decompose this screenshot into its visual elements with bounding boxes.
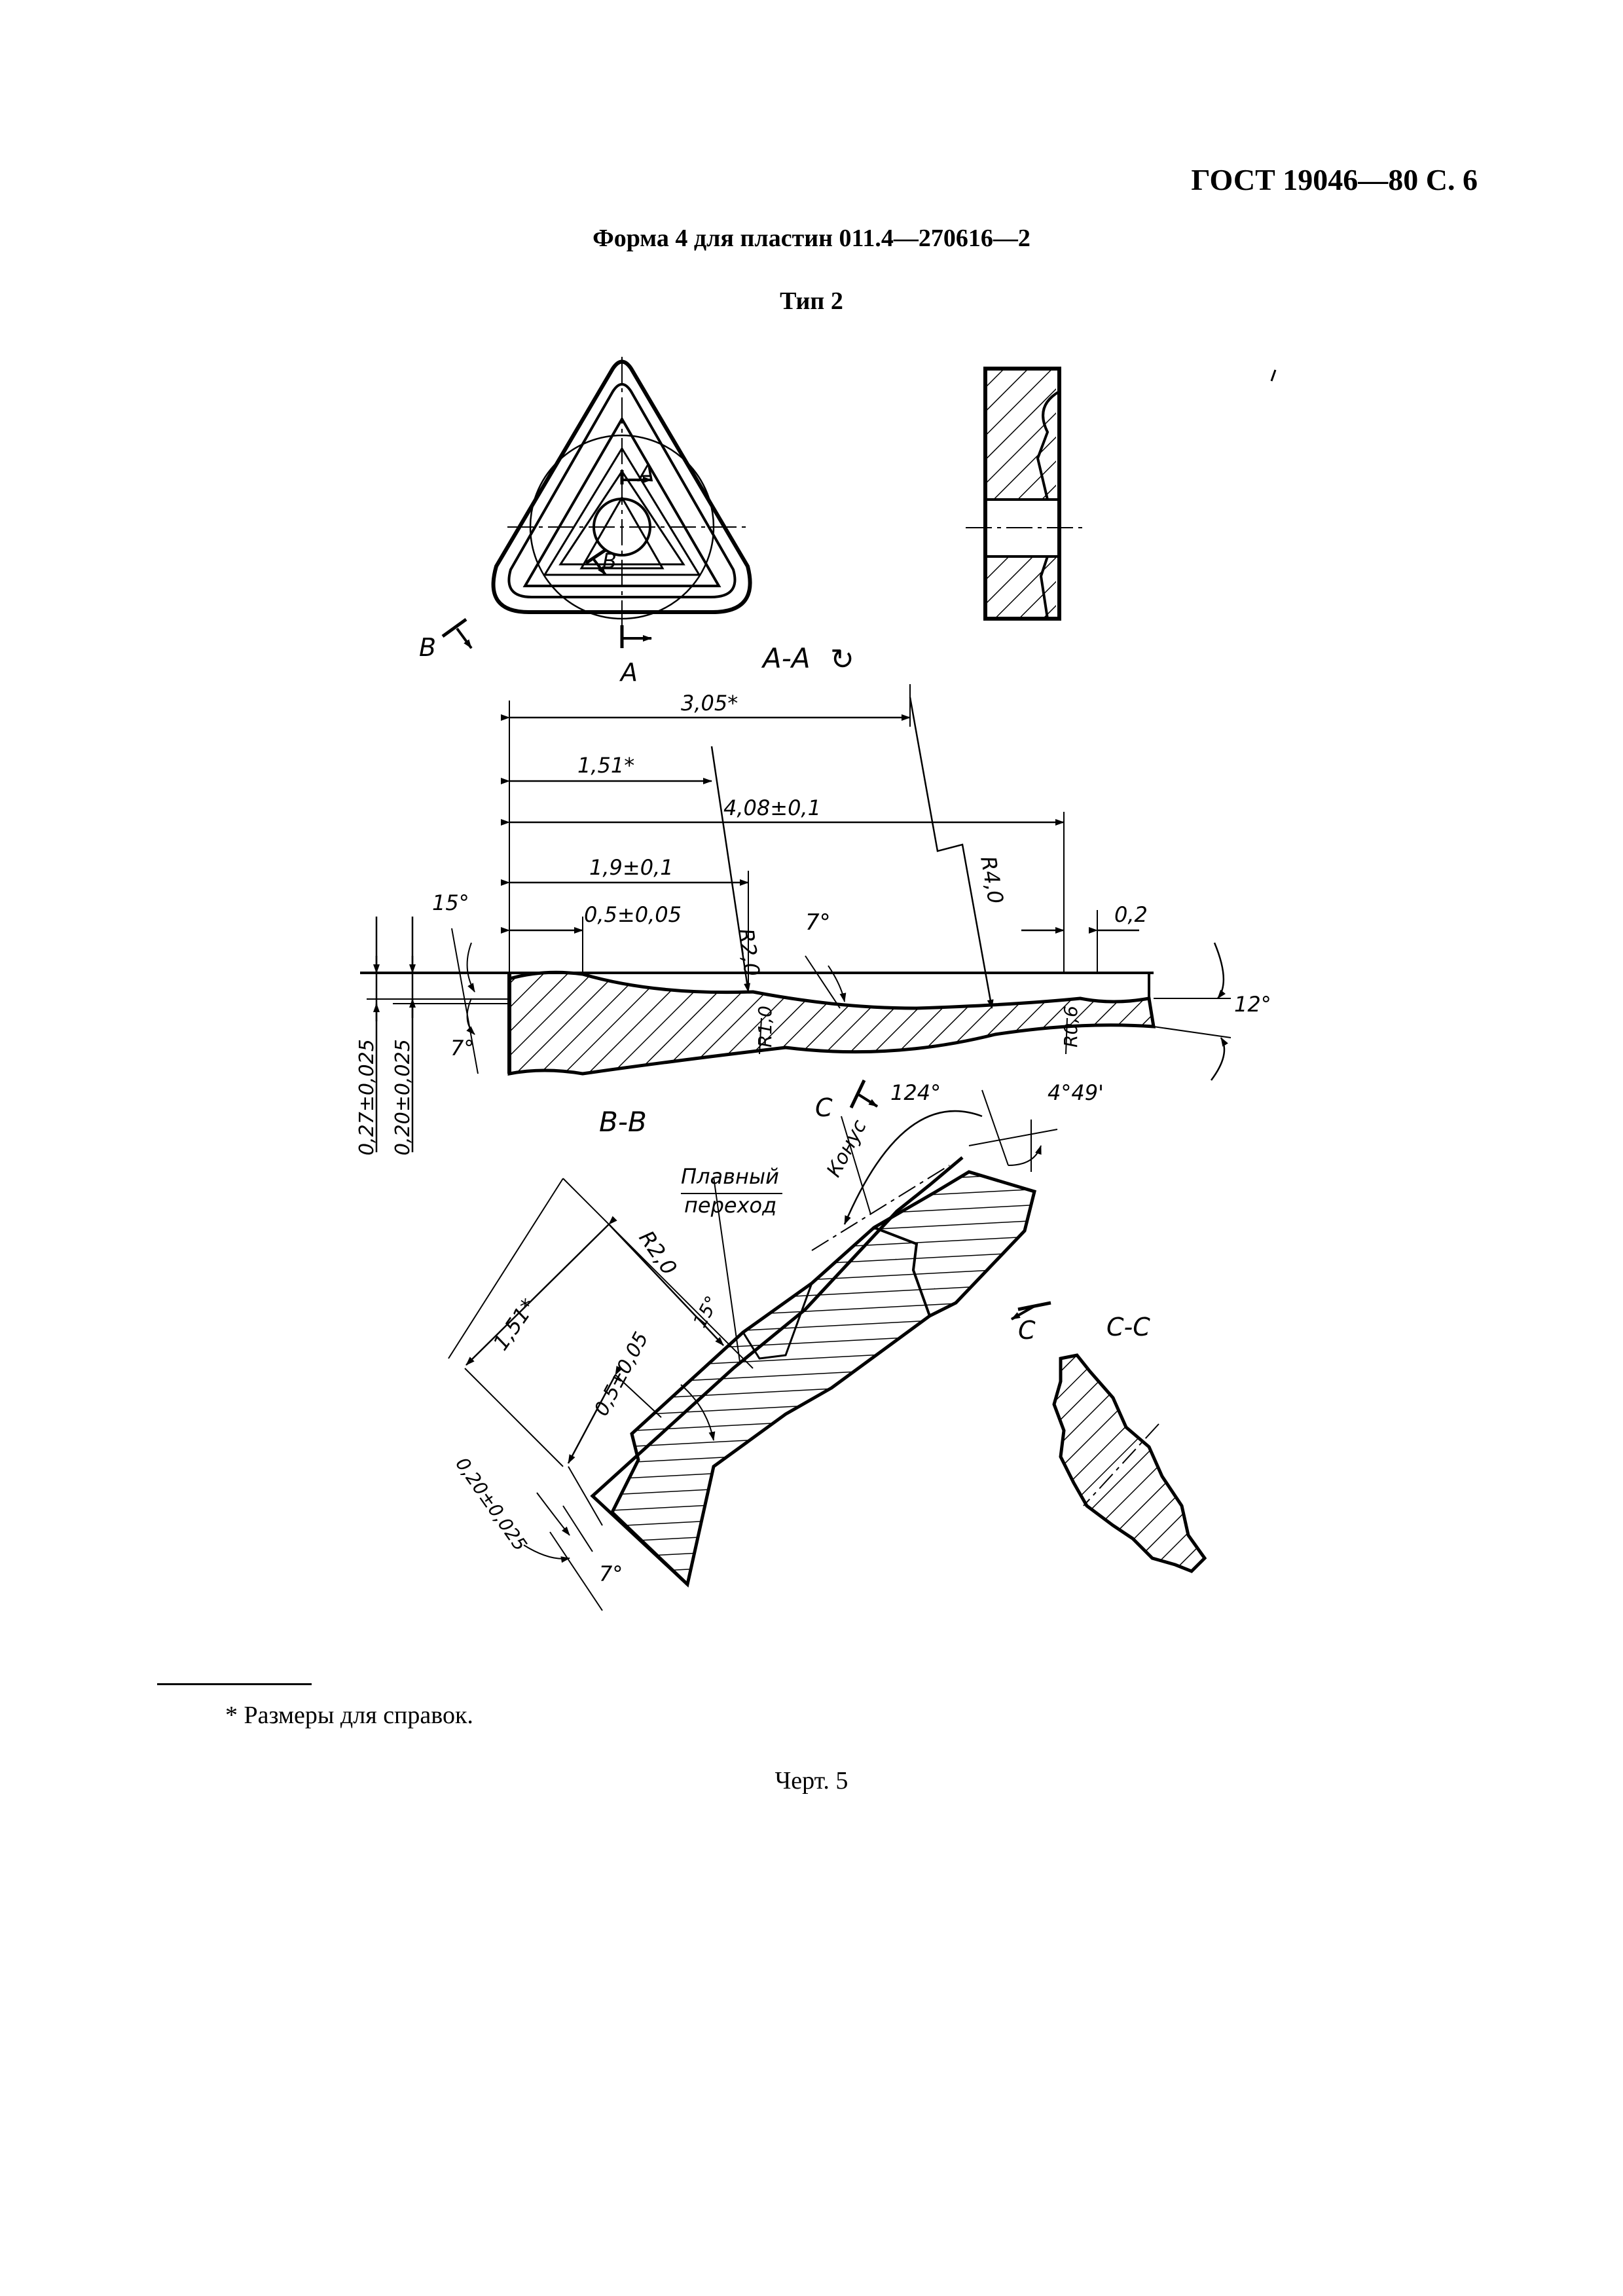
angle-7-middle: 7° [805,909,831,936]
footnote-rule [157,1683,312,1685]
section-cc-label: С-С [1106,1313,1150,1341]
marker-c-right: С [1018,1316,1036,1345]
section-bb-profile [448,1079,1058,1611]
dim-bb-0-5: 0,5±0,05 [590,1328,653,1420]
smooth-transition-line2: переход [684,1193,776,1218]
dim-3-05: 3,05* [681,691,738,716]
dim-r1-0: R1,0 [754,1006,776,1048]
dim-0-27: 0,27±0,025 [356,1039,378,1156]
angle-7-left: 7° [450,1036,474,1061]
dim-bb-0-20: 0,20±0,025 [451,1453,531,1555]
dim-bb-1-51: 1,51* [488,1294,541,1355]
insert-top-view [441,357,752,649]
rotation-icon: ↻ [830,643,854,676]
marker-a-top: А [637,460,655,487]
section-aa-profile [360,684,1231,1152]
dim-bb-r2-0: R2,0 [634,1226,682,1280]
dim-1-9: 1,9±0,1 [589,855,674,880]
angle-12: 12° [1234,992,1271,1017]
dim-0-5: 0,5±0,05 [584,902,682,927]
angle-bb-7: 7° [599,1561,623,1586]
dim-0-2: 0,2 [1114,902,1148,927]
insert-side-section [966,367,1084,621]
smooth-transition-line1: Плавный [681,1164,779,1189]
type-subtitle: Тип 2 [780,287,843,315]
footnote: * Размеры для справок. [225,1702,473,1729]
marker-b-inner: В [602,549,617,574]
marker-b-left: В [419,633,436,662]
angle-124: 124° [890,1080,941,1105]
standard-header: ГОСТ 19046—80 С. 6 [1191,163,1478,196]
angle-bb-15: 15° [689,1292,723,1331]
angle-4-49: 4°49' [1048,1080,1104,1105]
page-title: Форма 4 для пластин 011.4—270616—2 [593,225,1030,252]
marker-a-bottom: А [619,658,638,687]
angle-15: 15° [432,890,469,915]
dim-r0-6: R0,6 [1060,1006,1082,1048]
marker-c-top: С [815,1093,833,1122]
section-bb-label: В-В [599,1106,647,1138]
section-aa-label: А-А [761,642,811,674]
figure-caption: Черт. 5 [775,1767,848,1795]
cone-label: Конус [822,1116,871,1180]
section-cc-profile [1052,1353,1207,1573]
dim-0-20: 0,20±0,025 [392,1039,414,1156]
dim-1-51: 1,51* [577,753,634,778]
dim-r4-0: R4,0 [976,854,1008,906]
dim-r2-0: R2,0 [733,927,765,978]
dim-4-08: 4,08±0,1 [723,795,821,820]
